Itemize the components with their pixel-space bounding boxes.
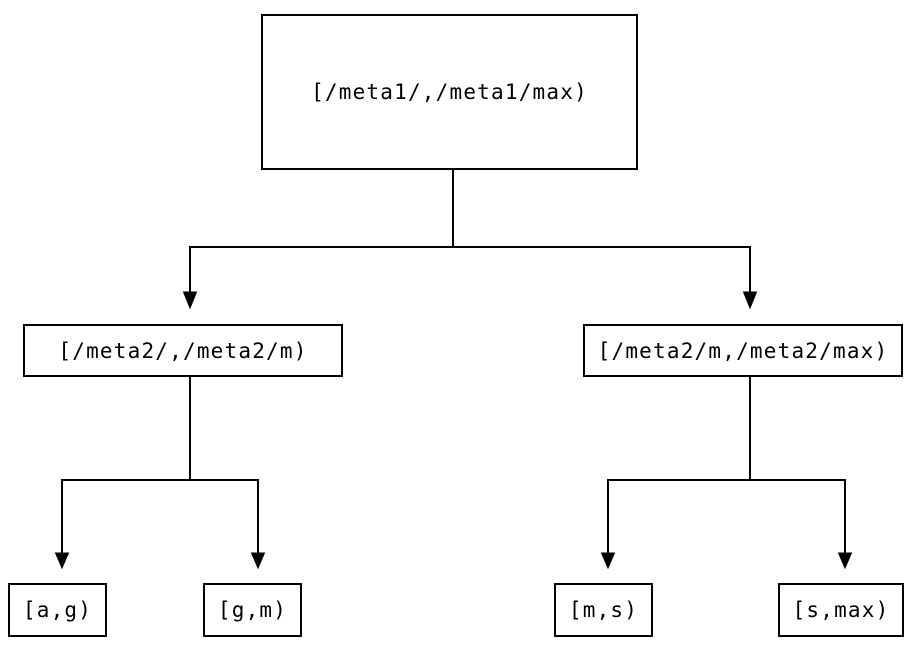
node-right: [/meta2/m,/meta2/max): [583, 324, 903, 377]
arrowhead-smax-icon: [837, 552, 853, 570]
node-left: [/meta2/,/meta2/m): [23, 324, 343, 377]
node-leaf-smax: [s,max): [778, 583, 904, 637]
arrowhead-gm-icon: [250, 552, 266, 570]
node-leaf-smax-label: [s,max): [792, 598, 890, 622]
node-left-label: [/meta2/,/meta2/m): [58, 338, 308, 363]
node-leaf-ag-label: [a,g): [22, 598, 93, 622]
node-leaf-ms-label: [m,s): [568, 598, 639, 622]
arrowhead-ag-icon: [54, 552, 70, 570]
node-leaf-ms: [m,s): [554, 583, 653, 637]
node-leaf-ag: [a,g): [8, 583, 107, 637]
node-root-label: [/meta1/,/meta1/max): [311, 80, 588, 104]
arrowhead-right-icon: [742, 291, 758, 310]
node-leaf-gm-label: [g,m): [217, 598, 288, 622]
node-right-label: [/meta2/m,/meta2/max): [597, 338, 889, 363]
arrowhead-left-icon: [182, 291, 198, 310]
node-root: [/meta1/,/meta1/max): [261, 14, 638, 170]
arrowhead-ms-icon: [600, 552, 616, 570]
node-leaf-gm: [g,m): [203, 583, 302, 637]
